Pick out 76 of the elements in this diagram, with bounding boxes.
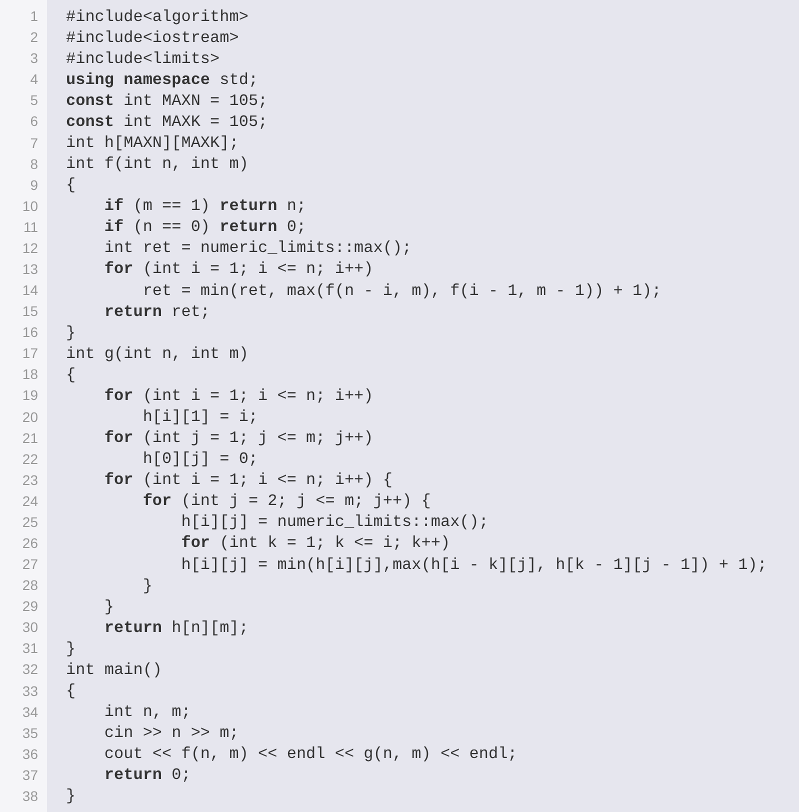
code-line: for (int j = 1; j <= m; j++): [103, 428, 374, 448]
code-line: for (int k = 1; k <= i; k++): [180, 533, 450, 554]
code-line: }: [142, 576, 152, 596]
line-number: 36: [21, 744, 38, 764]
code-line: cin >> n >> m;: [103, 723, 239, 744]
code-line: {: [66, 681, 76, 702]
line-number: 15: [21, 302, 38, 322]
code-line: if (m == 1) return n;: [103, 196, 306, 216]
code-line: #include<iostream>: [66, 28, 239, 48]
line-number: 19: [21, 386, 38, 406]
line-number: 10: [21, 196, 38, 216]
code-line: }: [66, 786, 76, 806]
line-number: 2: [29, 28, 38, 48]
line-number: 8: [29, 154, 38, 174]
code-line: for (int i = 1; i <= n; i++) {: [103, 470, 392, 490]
code-line: #include<limits>: [66, 48, 220, 69]
code-line: }: [66, 638, 76, 659]
line-number: 1: [29, 7, 38, 26]
code-line: #include<algorithm>: [66, 6, 248, 27]
code-line: h[i][j] = numeric_limits::max();: [180, 512, 488, 532]
code-line: const int MAXN = 105;: [66, 90, 268, 111]
code-line: return h[n][m];: [103, 618, 248, 638]
code-line: {: [66, 175, 76, 196]
line-number: 37: [21, 766, 38, 785]
line-number: 14: [21, 281, 38, 300]
line-number: 16: [21, 323, 38, 342]
line-number: 26: [21, 534, 38, 553]
line-number: 25: [21, 512, 38, 532]
code-line: ret = min(ret, max(f(n - i, m), f(i - 1, m - 1)) + 1);: [142, 280, 662, 301]
code-line: h[i][1] = i;: [142, 407, 258, 428]
line-number: 17: [21, 344, 38, 364]
code-line: int g(int n, int m): [66, 344, 248, 364]
line-number: 4: [29, 70, 38, 90]
code-line: for (int j = 2; j <= m; j++) {: [142, 491, 431, 512]
line-number: 7: [29, 134, 38, 152]
line-number: 34: [21, 702, 38, 722]
code-line: cout << f(n, m) << endl << g(n, m) << endl;: [103, 744, 518, 764]
line-number: 11: [22, 218, 38, 237]
code-line: return ret;: [103, 302, 210, 322]
code-line: int f(int n, int m): [66, 154, 248, 174]
line-number: 23: [21, 470, 38, 490]
line-number: 6: [29, 112, 38, 132]
line-number: 33: [21, 682, 38, 701]
line-number: 29: [21, 597, 38, 616]
line-number: 22: [21, 450, 38, 469]
code-line: int ret = numeric_limits::max();: [103, 238, 412, 258]
line-number: 21: [21, 428, 38, 448]
line-number: 9: [29, 176, 38, 195]
line-number: 28: [21, 576, 38, 596]
line-number: 5: [29, 91, 38, 110]
code-line: }: [66, 322, 76, 343]
code-line: }: [103, 596, 114, 617]
code-line: h[i][j] = min(h[i][j],max(h[i - k][j], h[k - 1][j - 1]) + 1);: [180, 554, 767, 575]
line-number: 24: [21, 492, 38, 511]
code-line: for (int i = 1; i <= n; i++): [103, 386, 374, 406]
code-line: if (n == 0) return 0;: [103, 217, 306, 238]
line-number: 3: [29, 49, 38, 68]
code-line: int main(): [66, 660, 162, 680]
line-number: 30: [21, 618, 38, 638]
code-line: const int MAXK = 105;: [66, 112, 268, 132]
line-number: 18: [21, 365, 38, 384]
code-line: int h[MAXN][MAXK];: [66, 133, 239, 153]
code-line: h[0][j] = 0;: [142, 449, 258, 470]
line-number: 32: [21, 660, 38, 680]
line-number: 27: [21, 555, 38, 574]
line-number: 31: [21, 639, 38, 658]
code-line: {: [66, 364, 76, 385]
line-number: 13: [21, 260, 38, 279]
line-number: 35: [21, 724, 38, 743]
code-line: using namespace std;: [66, 70, 258, 90]
line-number: 12: [21, 238, 38, 258]
code-line: return 0;: [103, 765, 191, 786]
line-number: 20: [21, 408, 38, 427]
code-line: for (int i = 1; i <= n; i++): [103, 259, 374, 280]
line-number: 38: [21, 786, 38, 806]
code-line: int n, m;: [103, 702, 191, 722]
